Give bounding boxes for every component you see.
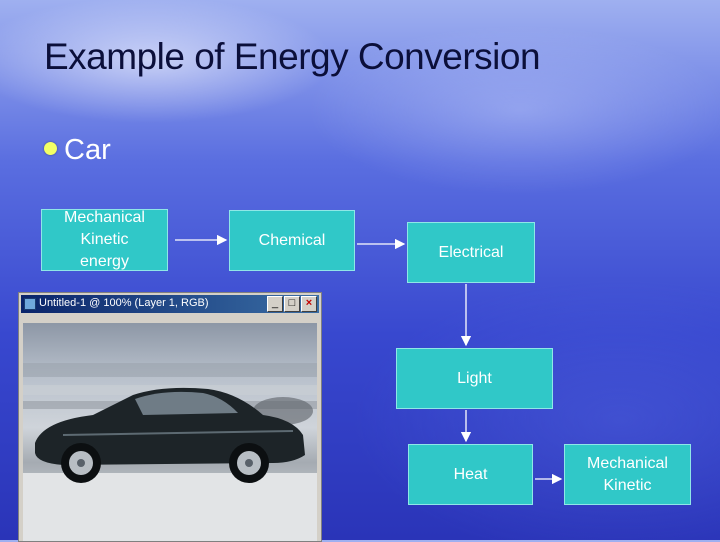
image-editor-window[interactable]: Untitled-1 @ 100% (Layer 1, RGB) _ □ × (18, 292, 322, 542)
box-label: Mechanical Kinetic (587, 454, 668, 494)
box-label: Light (457, 369, 492, 387)
window-title: Untitled-1 @ 100% (Layer 1, RGB) (39, 297, 209, 309)
box-label: Chemical (258, 231, 326, 249)
window-titlebar[interactable]: Untitled-1 @ 100% (Layer 1, RGB) _ □ × (21, 295, 319, 313)
car-photo (23, 323, 317, 541)
minimize-icon[interactable]: _ (267, 296, 283, 312)
box-label: Heat (453, 465, 488, 483)
bullet-label: Car (64, 134, 111, 166)
car-illustration (23, 363, 317, 541)
window-menubar (21, 314, 319, 322)
box-label: Electrical (438, 243, 504, 261)
slide-title: Example of Energy Conversion (44, 36, 541, 77)
box-light: Light (396, 348, 553, 409)
maximize-icon[interactable]: □ (284, 296, 300, 312)
close-icon[interactable]: × (301, 296, 317, 312)
bullet-dot-icon (44, 142, 57, 155)
box-label: Mechanical Kinetic energy (64, 209, 145, 270)
box-heat: Heat (408, 444, 533, 505)
box-mechanical-kinetic-energy: Mechanical Kinetic energy (41, 209, 168, 271)
box-chemical: Chemical (229, 210, 355, 271)
box-electrical: Electrical (407, 222, 535, 283)
box-mechanical-kinetic: Mechanical Kinetic (564, 444, 691, 505)
app-icon (24, 298, 36, 310)
